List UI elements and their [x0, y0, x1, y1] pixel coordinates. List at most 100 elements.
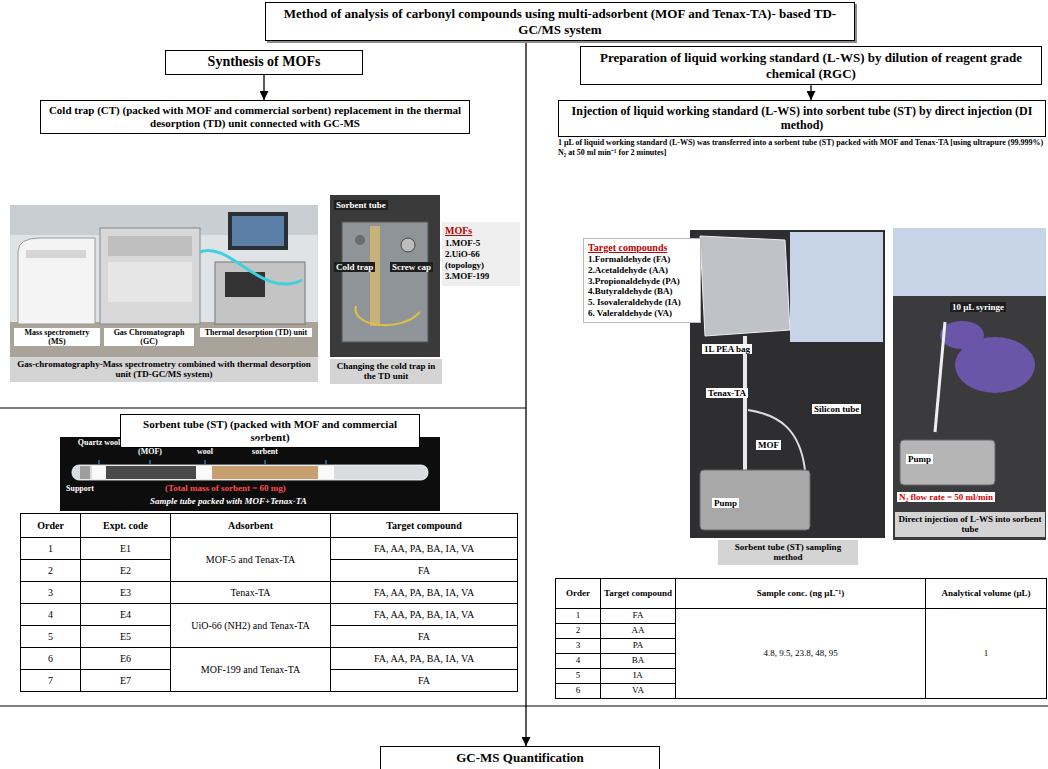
- table-cell: 4: [20, 603, 81, 626]
- connector-arrow: [525, 41, 526, 746]
- injection-photo: [893, 228, 1046, 296]
- photo-label: Pump: [906, 454, 933, 464]
- instrument-photo: [10, 322, 318, 357]
- table-cell: 1: [20, 537, 81, 560]
- instrument-photo: [26, 250, 86, 258]
- table-cell: E1: [80, 537, 171, 560]
- flow-note: N₂ flow rate = 50 ml/min: [897, 492, 995, 502]
- injection-photo: [900, 440, 995, 485]
- cold-trap-photo: [342, 222, 428, 342]
- table-cell: Analytical volume (μL): [925, 578, 1047, 609]
- part-label: Quartz wool: [77, 439, 121, 448]
- table-cell: PA: [600, 638, 676, 654]
- table-cell: 1: [555, 608, 601, 624]
- node-text: 1.Formaldehyde (FA): [588, 254, 696, 265]
- mass-note: (Total mass of sorbent = 60 mg): [165, 483, 286, 493]
- table-cell: 2: [20, 559, 81, 582]
- photo-label: Thermal desorption (TD) unit: [200, 328, 312, 337]
- instrument-photo: [18, 238, 95, 324]
- node-text: 2.UiO-66 (topology): [445, 249, 517, 272]
- node-text: Cold trap (CT) (packed with MOF and comm…: [47, 104, 463, 130]
- table-cell: 4: [555, 653, 601, 669]
- photo-label: Mass spectrometry (MS): [14, 328, 100, 346]
- photo-label: Pump: [712, 498, 739, 508]
- instrument-photo: [228, 212, 288, 250]
- instrument-photo: [100, 228, 200, 324]
- photo-label: Silicon tube: [812, 404, 861, 414]
- table-cell: E5: [80, 625, 171, 648]
- sorbent-tube-photo: [92, 466, 106, 479]
- photo-label: Sorbent tube: [334, 200, 388, 210]
- table-cell: Adsorbent: [170, 513, 331, 538]
- table-cell: MOF-199 and Tenax-TA: [170, 647, 331, 692]
- table-cell: E4: [80, 603, 171, 626]
- table-cell: Expt. code: [80, 513, 171, 538]
- sorbent-tube-photo: [106, 466, 196, 479]
- photo-caption: Gas-chromatography-Mass spectrometry com…: [10, 357, 318, 382]
- node-text: Sorbent tube (ST) sampling method: [721, 542, 855, 563]
- photo-label: Tenax-TA: [706, 388, 748, 398]
- table-cell: 4.8, 9.5, 23.8, 48, 95: [675, 608, 926, 699]
- instrument-photo: [200, 250, 302, 284]
- table-cell: FA, AA, PA, BA, IA, VA: [330, 581, 518, 604]
- instrument-photo: [10, 205, 318, 357]
- table-cell: E6: [80, 647, 171, 670]
- table-cell: FA: [330, 625, 518, 648]
- table-cell: IA: [600, 668, 676, 684]
- instrument-photo: [108, 236, 192, 256]
- table-cell: FA: [330, 669, 518, 692]
- connector-arrow: [810, 85, 811, 100]
- table-cell: E7: [80, 669, 171, 692]
- cold-trap-photo: [370, 226, 380, 326]
- table-cell: Order: [555, 578, 601, 609]
- injection-photo: [940, 321, 984, 349]
- table-cell: FA, AA, PA, BA, IA, VA: [330, 537, 518, 560]
- photo-caption: Sorbent tube (ST) sampling method: [718, 540, 858, 565]
- sorbent-tube-photo: [265, 460, 266, 464]
- cold-trap-photo: [401, 238, 415, 252]
- table-cell: MOF-5 and Tenax-TA: [170, 537, 331, 582]
- table-cell: Target compound: [330, 513, 518, 538]
- title-box: Method of analysis of carbonyl compounds…: [265, 2, 855, 41]
- table-cell: 5: [555, 668, 601, 684]
- part-label: Weak sorbent: [243, 439, 287, 457]
- mof-list: MOFs1.MOF-52.UiO-66 (topology)3.MOF-199: [442, 222, 520, 286]
- table-cell: 3: [20, 581, 81, 604]
- table-cell: 7: [20, 669, 81, 692]
- photo-label: 1L PEA bag: [702, 344, 752, 354]
- photo-caption-text: Sample tube packed with MOF+Tenax-TA: [150, 496, 307, 506]
- photo-caption: Changing the cold trap in the TD unit: [330, 359, 442, 384]
- table-cell: Target compound: [600, 578, 676, 609]
- table-cell: 5: [20, 625, 81, 648]
- divider-line: [0, 705, 1048, 706]
- instrument-photo: [108, 262, 192, 302]
- sorbent-tube-photo: [318, 466, 334, 479]
- result-box: GC-MS Quantification: [380, 746, 660, 769]
- table-cell: UiO-66 (NH2) and Tenax-TA: [170, 603, 331, 648]
- sampling-photo: [700, 470, 810, 530]
- table-cell: 6: [20, 647, 81, 670]
- instrument-photo: [232, 216, 284, 246]
- step-box: Injection of liquid working standard (L-…: [558, 100, 1046, 137]
- node-text: Preparation of liquid working standard (…: [587, 50, 1035, 81]
- node-text: Injection of liquid working standard (L-…: [565, 104, 1039, 133]
- node-text: Method of analysis of carbonyl compounds…: [272, 6, 848, 37]
- sampling-photo: [690, 230, 885, 538]
- photo-label: MOF: [756, 440, 781, 450]
- connector-arrow: [263, 75, 264, 100]
- table-cell: Tenax-TA: [170, 581, 331, 604]
- table-cell: 6: [555, 683, 601, 699]
- table-cell: FA, AA, PA, BA, IA, VA: [330, 603, 518, 626]
- table-cell: E2: [80, 559, 171, 582]
- table-cell: 3: [555, 638, 601, 654]
- table-cell: E3: [80, 581, 171, 604]
- table-cell: AA: [600, 623, 676, 639]
- node-text: GC-MS Quantification: [387, 750, 653, 766]
- photo-label: Screw cap: [390, 262, 433, 272]
- node-text: 1.MOF-5: [445, 238, 517, 249]
- step-box: Synthesis of MOFs: [165, 50, 363, 75]
- sorbent-tube-photo: [99, 460, 326, 464]
- sampling-photo: [790, 232, 883, 342]
- divider-line: [0, 407, 526, 408]
